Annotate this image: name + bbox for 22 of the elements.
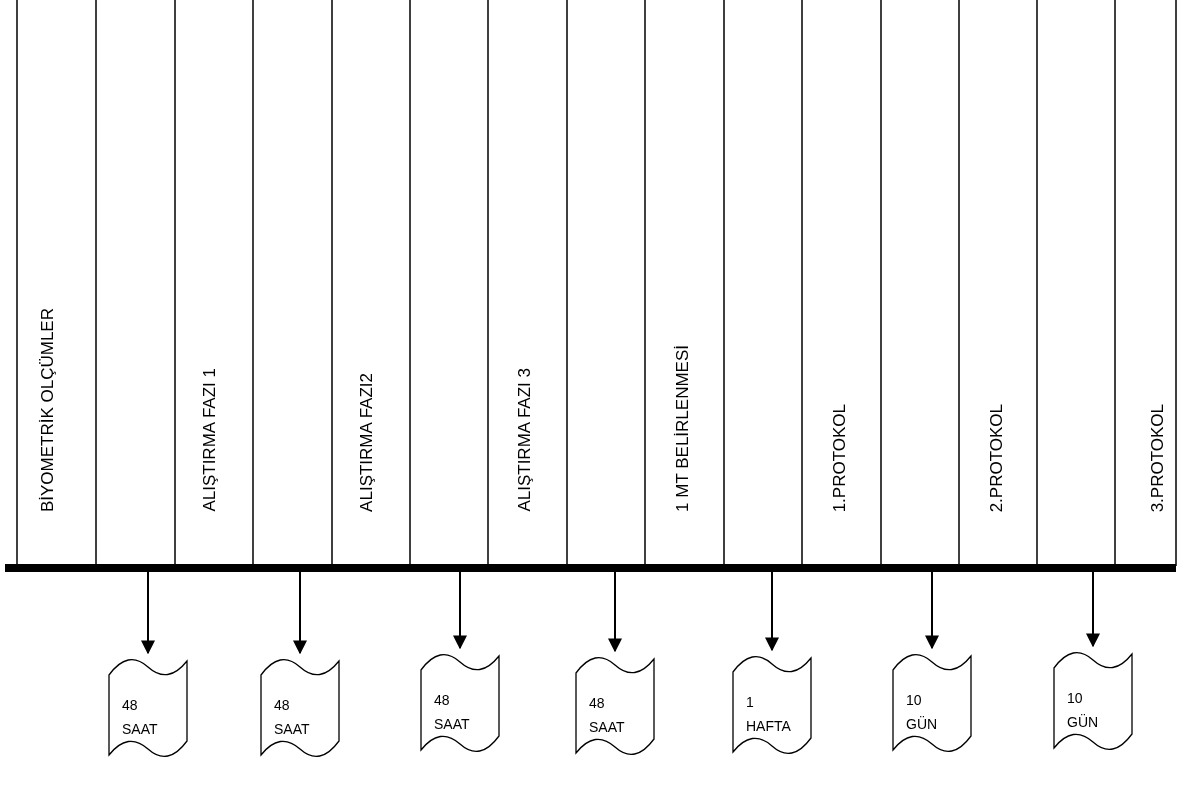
- column-label: BİYOMETRİK OLÇÜMLER: [38, 307, 58, 512]
- arrow: [141, 571, 155, 655]
- arrow: [925, 571, 939, 650]
- column-label: ALIŞTIRMA FAZI 1: [200, 368, 220, 512]
- column-label: 1.PROTOKOL: [830, 403, 850, 512]
- column-label: 2.PROTOKOL: [987, 403, 1007, 512]
- arrow: [765, 571, 779, 652]
- duration-text: 48 SAAT: [122, 696, 159, 739]
- column-label: ALIŞTIRMA FAZI 3: [515, 368, 535, 512]
- column-label: ALIŞTIRMA FAZI2: [357, 373, 377, 512]
- column-label: 1 MT BELİRLENMESİ: [673, 345, 693, 512]
- duration-text: 48 SAAT: [589, 694, 626, 737]
- duration-text: 48 SAAT: [274, 696, 311, 739]
- column-label: 3.PROTOKOL: [1148, 403, 1168, 512]
- duration-text: 48 SAAT: [434, 691, 471, 734]
- duration-text: 10 GÜN: [1067, 689, 1100, 732]
- timeline-bar: [5, 564, 1176, 572]
- arrow: [453, 571, 467, 650]
- arrow: [608, 571, 622, 653]
- arrow: [293, 571, 307, 655]
- arrow: [1086, 571, 1100, 648]
- duration-text: 10 GÜN: [906, 691, 939, 734]
